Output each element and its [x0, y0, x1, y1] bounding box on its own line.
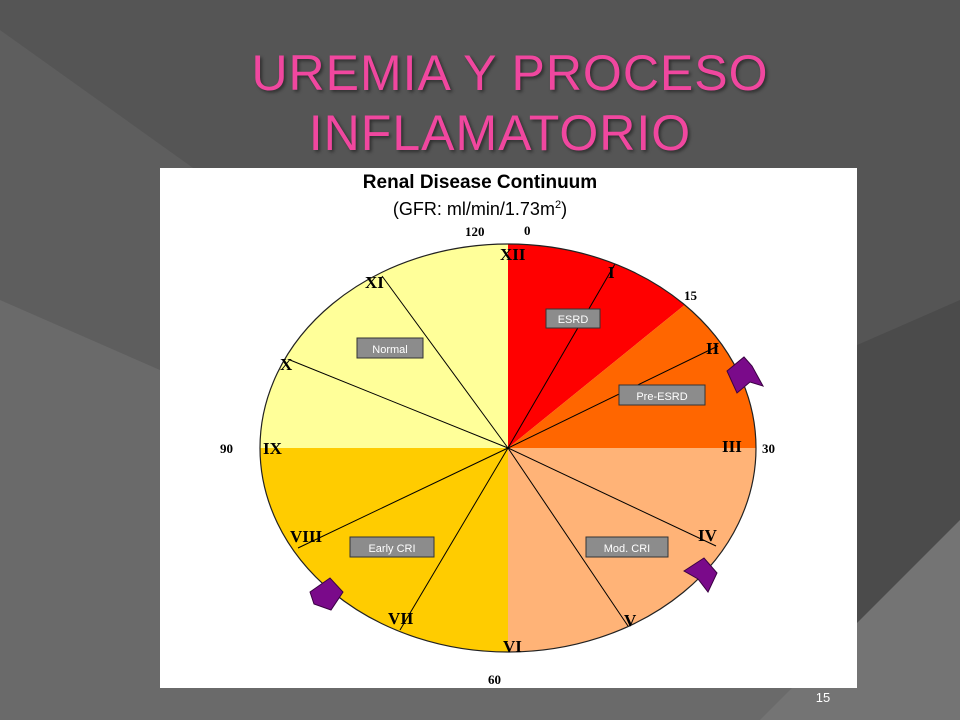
stage-text-esrd: ESRD: [558, 314, 589, 326]
scale-value-30: 30: [762, 441, 775, 456]
stage-label-early-cri: Early CRI: [349, 536, 435, 558]
hour-label-i: I: [608, 263, 615, 282]
sector-esrd: [508, 244, 685, 448]
hour-spokes: [289, 263, 719, 631]
hour-label-xi: XI: [365, 273, 384, 292]
hour-label-vii: VII: [388, 609, 414, 628]
hour-label-v: V: [624, 611, 637, 630]
hour-label-xii: XII: [500, 245, 526, 264]
stage-label-pre-esrd: Pre-ESRD: [618, 384, 706, 406]
stage-label-normal: Normal: [356, 337, 424, 359]
subheading-sup: 2: [555, 199, 561, 211]
gfr-scale-values: 0 15 30 60 90 120: [220, 223, 775, 687]
dial-outline: [259, 243, 757, 653]
stage-text-pre-esrd: Pre-ESRD: [636, 391, 687, 403]
diagram-panel: Renal Disease Continuum (GFR: ml/min/1.7…: [160, 168, 857, 688]
sector-pre-esrd: [508, 304, 756, 448]
stage-text-early-cri: Early CRI: [368, 543, 415, 555]
slide-title-line-1: UREMIA Y PROCESO: [251, 45, 769, 101]
hour-label-x: X: [280, 355, 293, 374]
scale-value-120: 120: [465, 224, 485, 239]
scale-value-0: 0: [524, 223, 531, 238]
stage-label-esrd: ESRD: [545, 308, 601, 329]
arrow-marker-icon: [309, 577, 344, 611]
arrow-marker-icon: [726, 356, 765, 394]
stage-text-mod-cri: Mod. CRI: [604, 543, 650, 555]
hour-label-ix: IX: [263, 439, 283, 458]
hour-label-iii: III: [722, 437, 742, 456]
hour-label-ii: II: [706, 339, 720, 358]
slide-title-line-2: INFLAMATORIO: [308, 105, 692, 161]
renal-disease-dial: Renal Disease Continuum (GFR: ml/min/1.7…: [220, 172, 775, 687]
hour-label-vi: VI: [503, 637, 522, 656]
hour-labels: XII I II III IV V VI VII VIII IX X XI: [263, 245, 742, 656]
subheading-prefix: (GFR: ml/min/1.73m: [393, 199, 555, 219]
stage-label-mod-cri: Mod. CRI: [585, 536, 669, 558]
diagram-heading: Renal Disease Continuum: [363, 172, 597, 193]
diagram-subheading: (GFR: ml/min/1.73m2): [393, 199, 567, 219]
subheading-suffix: ): [561, 199, 567, 219]
hour-label-iv: IV: [698, 526, 718, 545]
hour-label-viii: VIII: [290, 527, 323, 546]
slide-number: 15: [815, 690, 831, 705]
scale-value-15: 15: [684, 288, 698, 303]
scale-value-60: 60: [488, 672, 501, 687]
stage-text-normal: Normal: [372, 344, 407, 356]
arrow-marker-icon: [683, 557, 718, 593]
scale-value-90: 90: [220, 441, 233, 456]
